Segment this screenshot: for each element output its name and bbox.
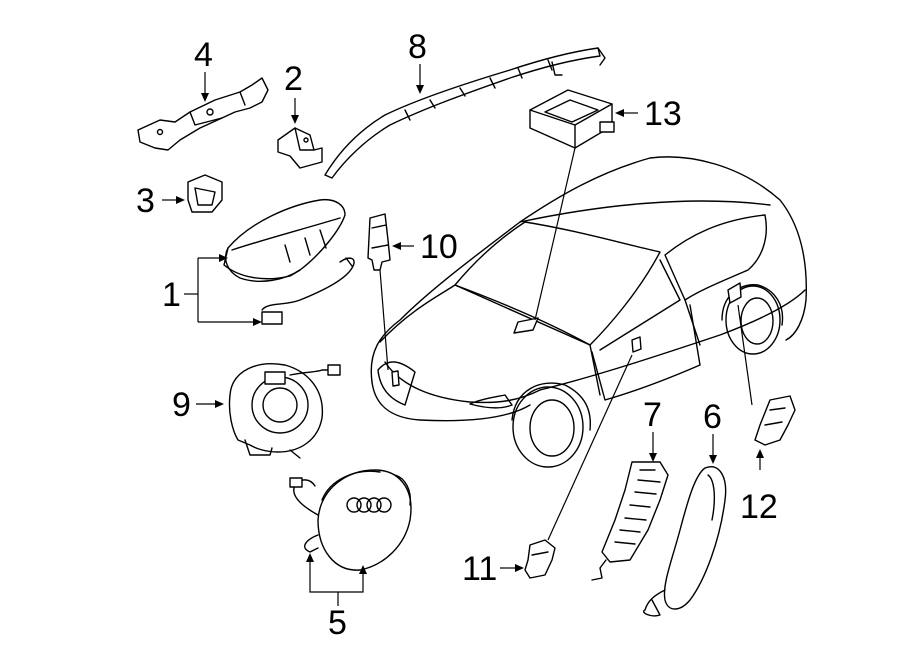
part-5-steering-airbag [289,469,412,571]
leader-8 [416,64,424,94]
leader-4 [201,72,209,102]
part-12-sensor [737,304,796,446]
part-2-bracket [277,127,323,169]
part-4-bracket [137,77,269,151]
callout-7: 7 [643,396,662,434]
callout-2: 2 [284,60,303,98]
leader-2 [291,98,299,124]
callout-1: 1 [162,276,181,314]
leader-10 [392,242,414,250]
callout-5: 5 [328,604,347,642]
leader-12 [756,449,764,470]
part-6-side-airbag [643,466,727,617]
leader-1 [184,254,262,326]
leader-9 [196,400,224,408]
callout-8: 8 [408,28,427,66]
part-11-sensor [524,354,633,579]
part-1-passenger-airbag [223,198,355,325]
part-10-sensor [367,213,391,371]
callout-4: 4 [194,36,213,74]
part-7-seat-airbag [591,461,669,581]
part-9-clock-spring [228,363,341,459]
part-8-curtain-airbag [324,47,606,179]
callout-6: 6 [703,398,722,436]
part-13-control-module [529,89,615,321]
leader-13 [615,109,638,117]
leader-7 [649,432,657,462]
callout-11: 11 [462,550,497,588]
vehicle-outline [370,156,807,468]
callout-12: 12 [740,488,778,526]
leader-3 [162,196,185,204]
leader-5 [306,553,367,606]
callout-13: 13 [644,95,682,133]
callout-9: 9 [172,386,191,424]
leader-6 [709,434,717,464]
callout-10: 10 [420,228,458,266]
part-3-bracket [187,174,223,213]
leader-11 [500,564,524,572]
callout-3: 3 [136,182,155,220]
